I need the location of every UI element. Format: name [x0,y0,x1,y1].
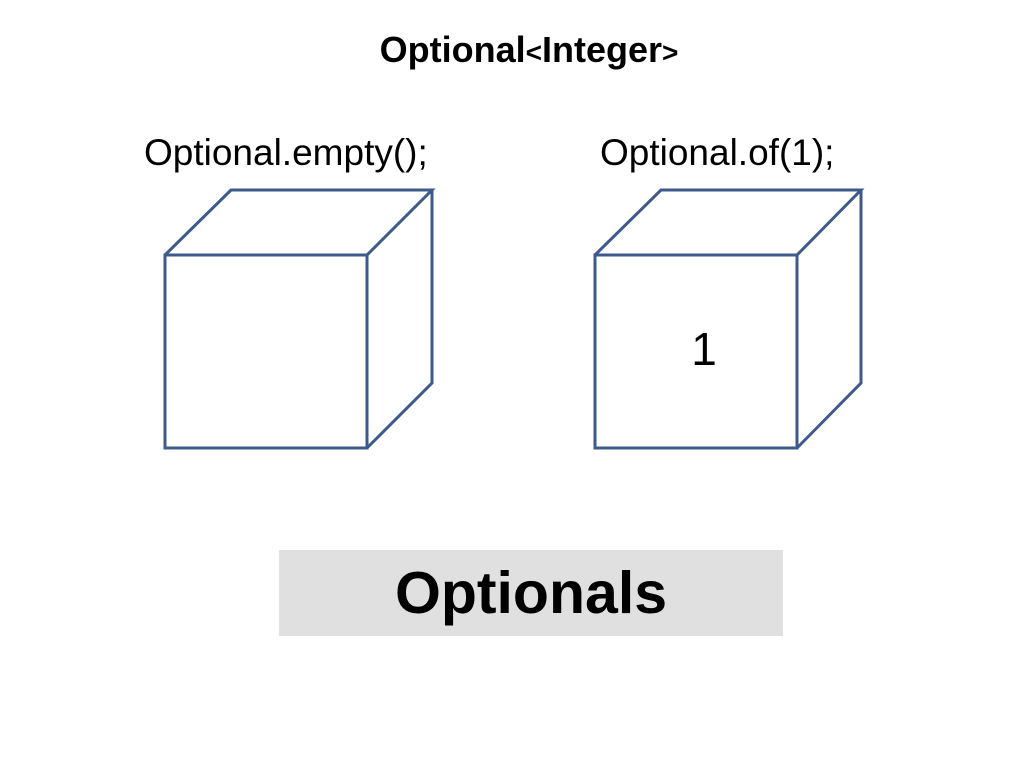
title-close-bracket: > [662,37,679,68]
empty-cube-side-face [365,190,434,450]
diagram-title: Optional<Integer> [0,28,1024,75]
title-open-bracket: < [525,37,542,68]
empty-cube-front-face [163,253,369,450]
empty-cube-top-face [163,188,436,257]
value-cube-side-face [795,190,863,450]
empty-optional-caption: Optional.empty(); [144,132,428,173]
optionals-label: Optionals [394,560,668,626]
of-optional-caption: Optional.of(1); [600,132,835,173]
title-main: Optional [379,29,526,70]
value-cube-top-face [593,188,865,257]
optionals-label-box: Optionals [279,550,783,636]
value-cube-front-face [593,253,799,450]
empty-cube [163,188,436,450]
cube-value: 1 [691,323,717,375]
value-cube [593,188,865,450]
title-type: Integer [541,29,663,70]
